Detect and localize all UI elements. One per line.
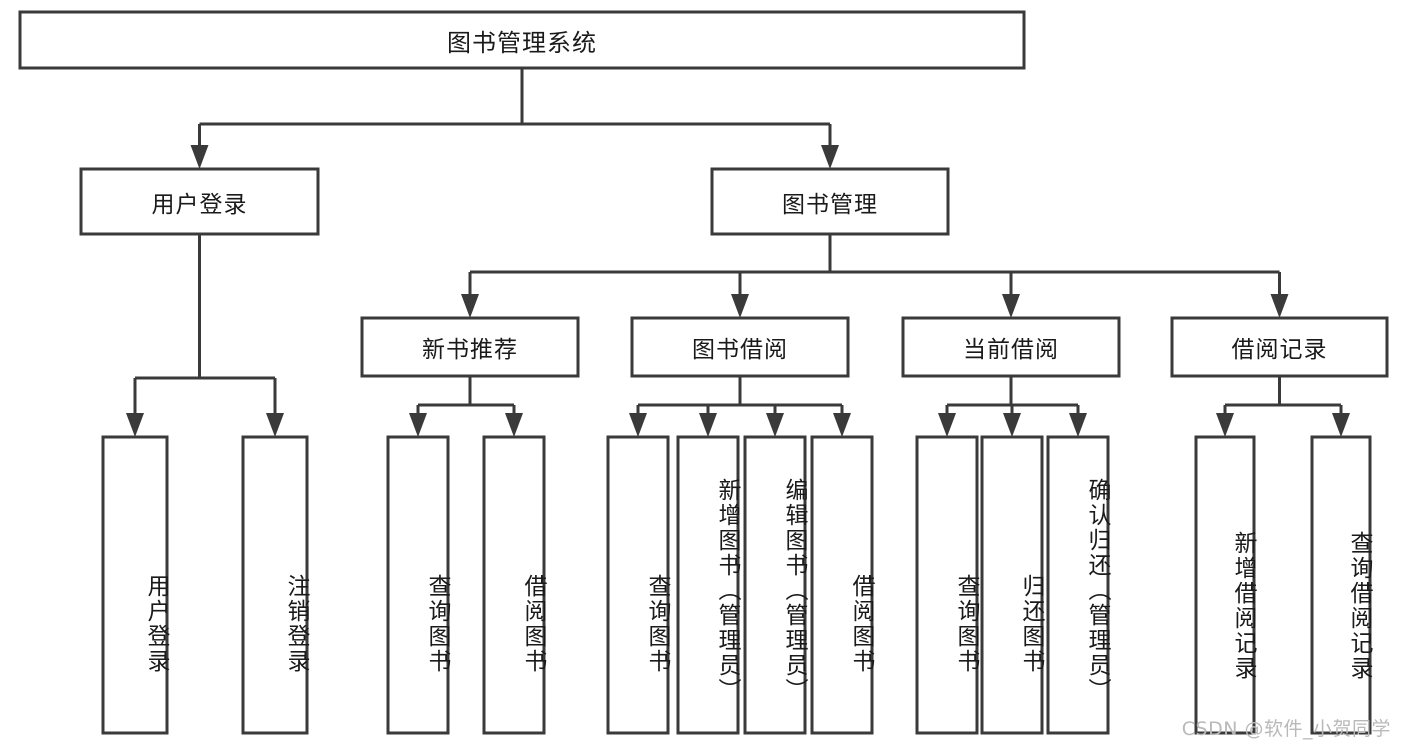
node-box-确认归还管理员[interactable] [1046,435,1110,735]
connector-layer [126,68,1350,437]
arrowhead-icon [190,145,209,169]
node-box-归还图书[interactable] [980,435,1044,735]
node-box-查询图书[interactable] [915,435,979,735]
arrowhead-icon [766,413,784,437]
node-box-新书推荐[interactable] [360,316,580,378]
arrowhead-icon [1002,294,1020,318]
arrowhead-icon [731,294,749,318]
node-box-当前借阅[interactable] [901,316,1121,378]
node-box-编辑图书管理员[interactable] [743,435,807,735]
node-box-借阅记录[interactable] [1170,316,1389,378]
arrowhead-icon [629,413,647,437]
node-box-查询借阅记录[interactable] [1310,435,1372,735]
arrowhead-icon [938,413,956,437]
node-box-用户登录[interactable] [79,167,320,236]
arrowhead-icon [1270,294,1289,318]
node-box-查询图书[interactable] [606,435,670,735]
node-box-查询图书[interactable] [386,435,450,735]
arrowhead-icon [833,413,851,437]
node-box-图书管理[interactable] [710,167,950,236]
node-box-用户登录[interactable] [101,435,169,735]
arrowhead-icon [699,413,717,437]
arrowhead-icon [821,145,839,169]
node-box-新增借阅记录[interactable] [1194,435,1256,735]
arrowhead-icon [126,413,144,437]
arrowhead-icon [1216,413,1234,437]
node-box-图书借阅[interactable] [630,316,850,378]
node-box-借阅图书[interactable] [810,435,874,735]
arrowhead-icon [1069,413,1087,437]
node-box-注销登录[interactable] [241,435,309,735]
arrowhead-icon [1332,413,1350,437]
node-box-图书管理系统[interactable] [18,10,1026,70]
arrowhead-icon [1003,413,1021,437]
arrowhead-icon [505,413,523,437]
arrowhead-icon [266,413,284,437]
box-layer [18,10,1389,735]
arrowhead-icon [409,413,427,437]
arrowhead-icon [461,294,479,318]
node-box-新增图书管理员[interactable] [676,435,740,735]
node-box-借阅图书[interactable] [482,435,546,735]
